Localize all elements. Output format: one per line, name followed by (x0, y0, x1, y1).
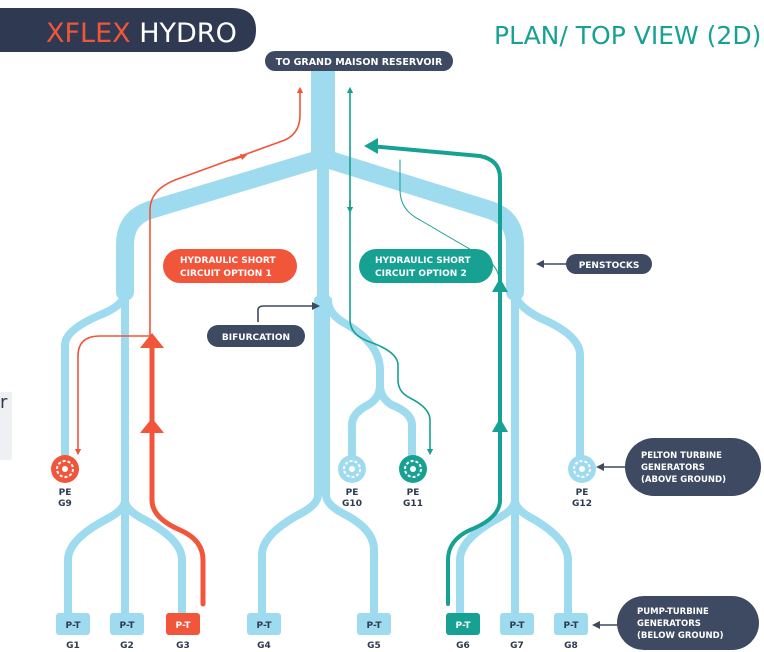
svg-text:G11: G11 (403, 499, 423, 509)
bifurcation-label: BIFURCATION (207, 325, 305, 347)
svg-text:PE: PE (576, 488, 589, 498)
pump-unit-g3[interactable]: P-T G3 (166, 613, 200, 651)
svg-text:PUMP-TURBINE: PUMP-TURBINE (637, 607, 709, 617)
svg-text:G12: G12 (572, 499, 592, 509)
pump-unit-g8[interactable]: P-T G8 (554, 613, 588, 651)
svg-text:TO GRAND MAISON RESERVOIR: TO GRAND MAISON RESERVOIR (276, 57, 443, 68)
pelton-unit-g10[interactable]: PE G10 (338, 455, 366, 509)
short-circuit-2-label: HYDRAULIC SHORT CIRCUIT OPTION 2 (359, 249, 493, 283)
pump-unit-g7[interactable]: P-T G7 (500, 613, 534, 651)
pelton-unit-g9[interactable]: PE G9 (51, 455, 79, 509)
svg-text:CIRCUIT OPTION 2: CIRCUIT OPTION 2 (375, 269, 467, 279)
penstock-network (61, 70, 584, 622)
view-title: PLAN/ TOP VIEW (2D) (494, 21, 761, 50)
penstocks-label: PENSTOCKS (566, 254, 652, 274)
pump-unit-g1[interactable]: P-T G1 (56, 613, 90, 651)
turbine-icon (573, 460, 591, 478)
svg-text:G9: G9 (58, 499, 72, 509)
svg-text:P-T: P-T (510, 621, 526, 631)
svg-text:G4: G4 (257, 641, 271, 651)
svg-text:PENSTOCKS: PENSTOCKS (579, 261, 640, 271)
short-circuit-path-2 (346, 86, 508, 606)
svg-text:PELTON TURBINE: PELTON TURBINE (641, 451, 722, 461)
svg-text:(BELOW GROUND): (BELOW GROUND) (637, 631, 724, 641)
svg-text:P-T: P-T (66, 621, 82, 631)
svg-text:BIFURCATION: BIFURCATION (222, 333, 290, 343)
svg-text:P-T: P-T (176, 621, 192, 631)
svg-text:G3: G3 (176, 641, 190, 651)
svg-text:HYDRAULIC SHORT: HYDRAULIC SHORT (375, 256, 471, 266)
svg-text:P-T: P-T (257, 621, 273, 631)
pump-unit-g5[interactable]: P-T G5 (357, 613, 391, 651)
svg-text:CIRCUIT OPTION 1: CIRCUIT OPTION 1 (180, 269, 272, 279)
svg-text:P-T: P-T (120, 621, 136, 631)
turbine-icon (343, 460, 361, 478)
svg-text:G5: G5 (367, 641, 381, 651)
svg-text:P-T: P-T (367, 621, 383, 631)
svg-text:r: r (0, 392, 8, 413)
pelton-unit-g12[interactable]: PE G12 (568, 455, 596, 509)
svg-text:PE: PE (59, 488, 72, 498)
pointer-lines (257, 260, 626, 629)
svg-text:G10: G10 (342, 499, 362, 509)
pump-unit-g2[interactable]: P-T G2 (110, 613, 144, 651)
svg-text:G6: G6 (456, 641, 470, 651)
svg-text:P-T: P-T (456, 621, 472, 631)
pelton-unit-g11[interactable]: PE G11 (399, 455, 427, 509)
svg-text:G8: G8 (564, 641, 578, 651)
svg-text:PE: PE (346, 488, 359, 498)
svg-text:GENERATORS: GENERATORS (641, 463, 705, 473)
cropped-side-element: r (0, 392, 12, 460)
pump-unit-g4[interactable]: P-T G4 (247, 613, 281, 651)
svg-text:(ABOVE GROUND): (ABOVE GROUND) (641, 475, 726, 485)
svg-text:HYDRAULIC SHORT: HYDRAULIC SHORT (180, 256, 276, 266)
pump-turbine-label: PUMP-TURBINE GENERATORS (BELOW GROUND) (617, 596, 759, 650)
turbine-icon (404, 460, 422, 478)
brand-name: XFLEX HYDRO (46, 18, 237, 49)
short-circuit-path-1 (74, 86, 304, 607)
pump-unit-g6[interactable]: P-T G6 (446, 613, 480, 651)
svg-text:P-T: P-T (564, 621, 580, 631)
svg-text:GENERATORS: GENERATORS (637, 619, 701, 629)
pelton-label: PELTON TURBINE GENERATORS (ABOVE GROUND) (625, 438, 761, 496)
svg-text:PE: PE (407, 488, 420, 498)
turbine-icon (56, 460, 74, 478)
svg-text:G2: G2 (120, 641, 134, 651)
reservoir-label: TO GRAND MAISON RESERVOIR (265, 51, 453, 71)
pelton-units: PE G9 PE G10 PE G11 PE G12 (51, 455, 596, 509)
short-circuit-1-label: HYDRAULIC SHORT CIRCUIT OPTION 1 (163, 249, 297, 283)
brand-header: XFLEX HYDRO (0, 8, 256, 52)
pump-turbine-units: P-T G1 P-T G2 P-T G3 P-T G4 P-T G5 P-T G… (56, 613, 588, 651)
svg-text:G7: G7 (510, 641, 524, 651)
svg-text:G1: G1 (66, 641, 80, 651)
